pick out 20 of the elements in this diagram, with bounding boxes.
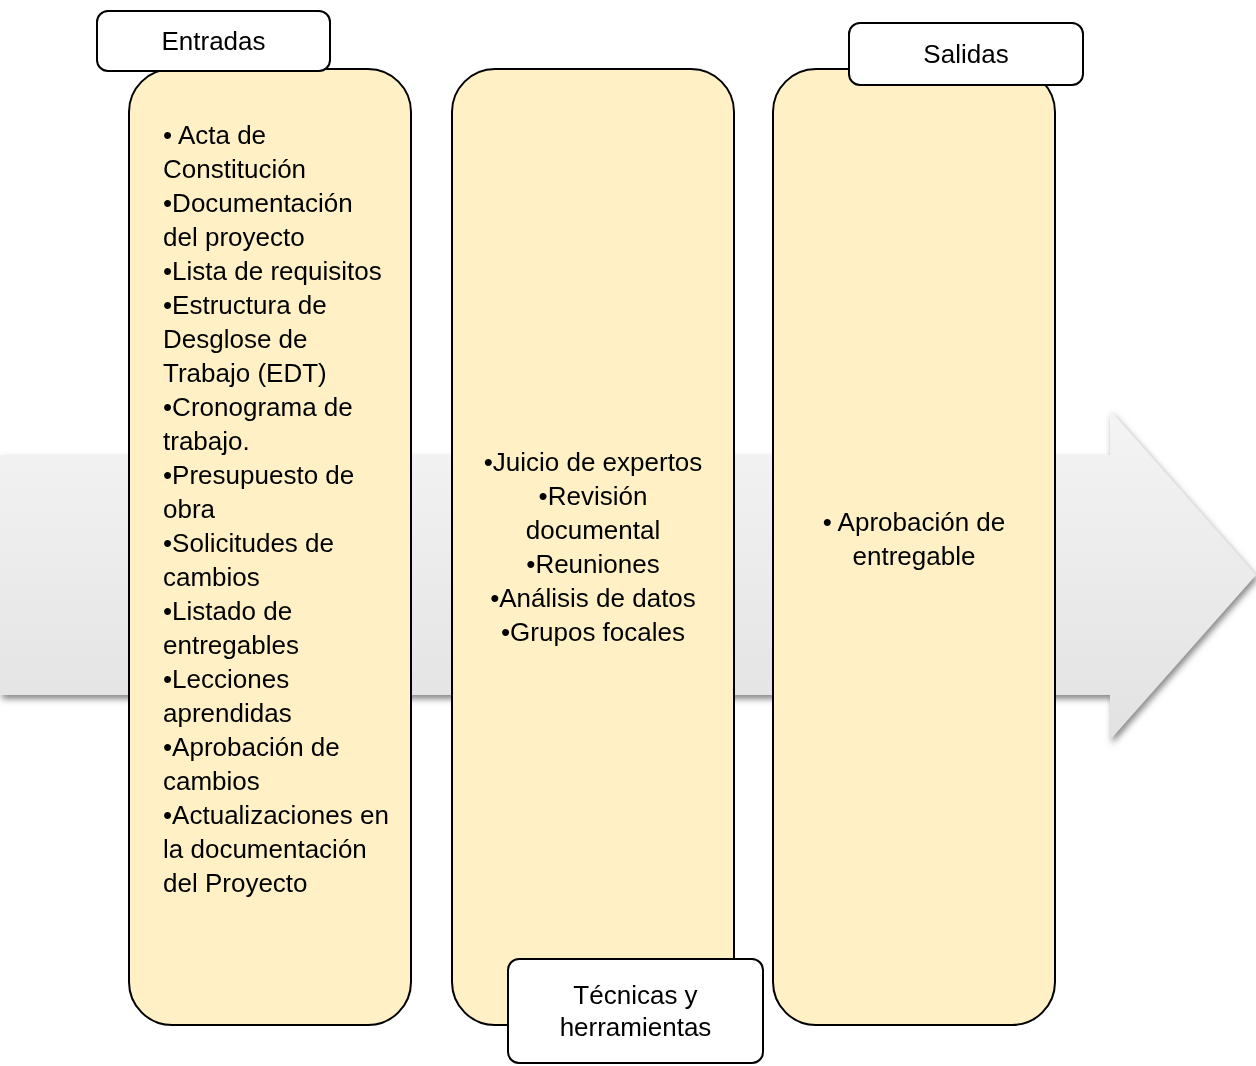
list-item: •Grupos focales	[500, 616, 686, 649]
heading-label: Entradas	[161, 25, 266, 57]
list-item: •Revisión documental	[524, 480, 662, 547]
list-item: •Lecciones aprendidas	[163, 663, 293, 730]
list-item: •Solicitudes de cambios	[163, 527, 335, 594]
list-item: •Cronograma de trabajo.	[163, 391, 354, 458]
list-item: •Análisis de datos	[489, 582, 697, 615]
list-item: •Estructura de Desglose de Trabajo (EDT)	[163, 289, 328, 390]
list-item: •Juicio de expertos	[482, 446, 704, 479]
list-item: • Acta de Constitución	[163, 119, 308, 186]
list-item: •Aprobación de cambios	[163, 731, 341, 798]
list-item: •Presupuesto de obra	[163, 459, 356, 526]
list-item: •Actualizaciones en la documentación del Proyecto	[163, 799, 390, 900]
list-item: •Reuniones	[525, 548, 661, 581]
list-item: • Aprobación de entregable	[821, 506, 1007, 573]
heading-label: Técnicas y herramientas	[558, 979, 713, 1043]
list-item: •Lista de requisitos	[163, 255, 383, 288]
list-item: •Documentación del proyecto	[163, 187, 354, 254]
heading-label: Salidas	[923, 38, 1009, 70]
list-item: •Listado de entregables	[163, 595, 300, 662]
